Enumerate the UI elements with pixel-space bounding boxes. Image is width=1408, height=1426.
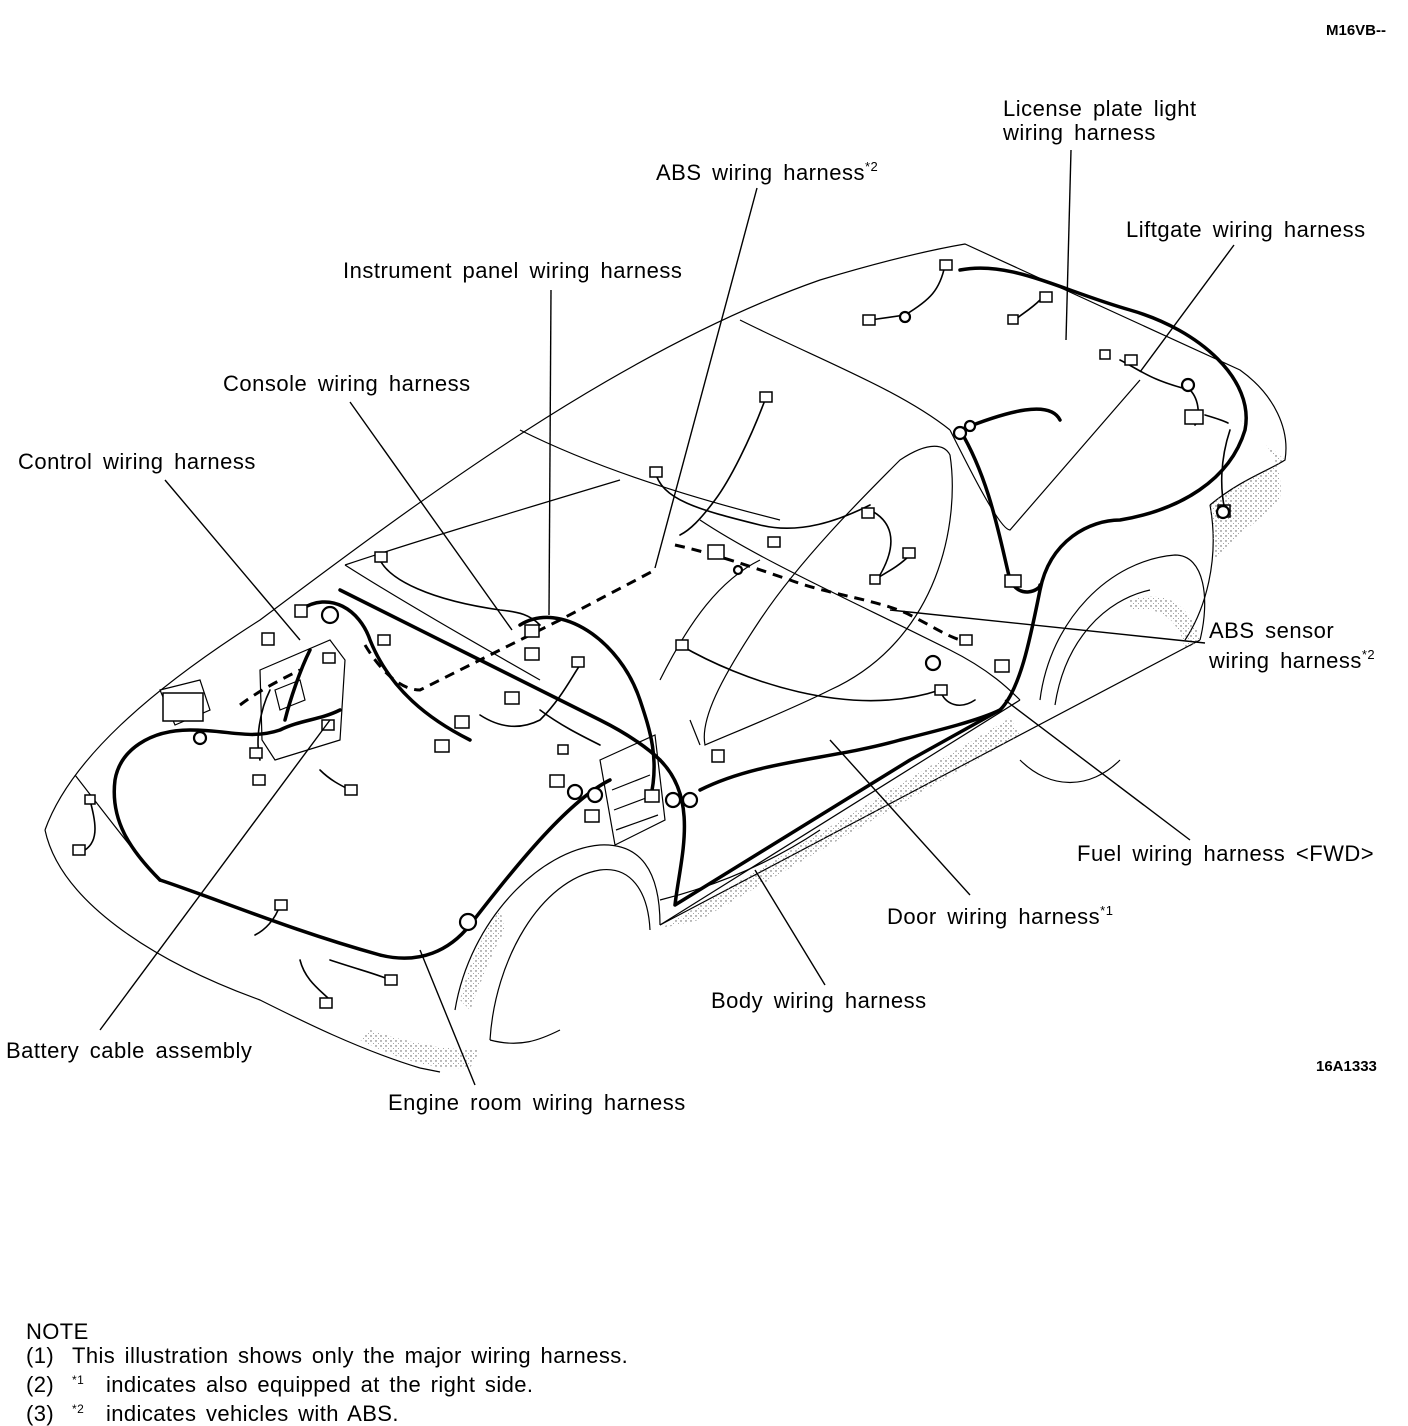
abs-harness-dashed bbox=[239, 543, 961, 707]
label-abs-sensor-line-1: ABS sensor bbox=[1209, 618, 1335, 643]
leader-battery bbox=[99, 719, 331, 1031]
label-liftgate: Liftgate wiring harness bbox=[1126, 217, 1366, 242]
label-abs-text: ABS wiring harness bbox=[656, 160, 865, 185]
note-item-2-num: (2) bbox=[26, 1372, 55, 1397]
grommets bbox=[192, 310, 1231, 932]
label-control: Control wiring harness bbox=[18, 449, 256, 474]
label-abs-sensor-mark: *2 bbox=[1361, 647, 1376, 662]
note-item-3-mark: *2 bbox=[72, 1402, 85, 1416]
label-door-text: Door wiring harness bbox=[887, 904, 1101, 929]
notes-block: NOTE (1) This illustration shows only the… bbox=[26, 1320, 628, 1426]
main-harness-lines bbox=[112, 266, 1248, 960]
leader-liftgate bbox=[1139, 244, 1235, 373]
branch-wires bbox=[84, 264, 1231, 1001]
leader-console bbox=[349, 401, 513, 631]
leader-license-plate bbox=[1065, 149, 1072, 341]
note-item-2-text: indicates also equipped at the right sid… bbox=[106, 1372, 534, 1397]
leader-abs-sensor bbox=[889, 609, 1206, 644]
figure-code: 16A1333 bbox=[1316, 1058, 1377, 1075]
connectors bbox=[72, 259, 1231, 1009]
note-title: NOTE bbox=[26, 1319, 89, 1344]
label-abs-mark: *2 bbox=[864, 159, 879, 174]
body-shading bbox=[360, 420, 1285, 1069]
label-abs-sensor: ABS sensor wiring harness*2 bbox=[1209, 619, 1375, 673]
header-code: M16VB-- bbox=[1326, 22, 1387, 39]
note-item-3-num: (3) bbox=[26, 1401, 55, 1426]
note-item-1-num: (1) bbox=[26, 1343, 55, 1368]
label-body: Body wiring harness bbox=[711, 988, 927, 1013]
note-item-1: (1) This illustration shows only the majo… bbox=[26, 1344, 628, 1368]
label-fuel: Fuel wiring harness <FWD> bbox=[1077, 841, 1375, 866]
note-item-3-text: indicates vehicles with ABS. bbox=[106, 1401, 399, 1426]
leader-fuel bbox=[1004, 699, 1191, 841]
leader-abs bbox=[654, 187, 758, 569]
car-body-outline bbox=[44, 243, 1287, 1073]
label-engine-room: Engine room wiring harness bbox=[388, 1090, 686, 1115]
label-door: Door wiring harness*1 bbox=[887, 899, 1113, 929]
leader-instrument-panel bbox=[548, 289, 552, 616]
note-item-2-mark: *1 bbox=[72, 1373, 85, 1387]
label-license-plate: License plate light wiring harness bbox=[1003, 97, 1197, 145]
leader-engine-room bbox=[419, 949, 476, 1086]
label-abs-sensor-line-2: wiring harness*2 bbox=[1209, 643, 1375, 673]
label-instrument-panel: Instrument panel wiring harness bbox=[343, 258, 683, 283]
leader-lines bbox=[99, 149, 1235, 1086]
label-abs: ABS wiring harness*2 bbox=[656, 155, 878, 185]
label-door-mark: *1 bbox=[1100, 903, 1114, 918]
leader-body bbox=[754, 869, 826, 986]
label-console: Console wiring harness bbox=[223, 371, 471, 396]
label-license-plate-line-2: wiring harness bbox=[1003, 120, 1156, 145]
leader-door bbox=[829, 739, 971, 896]
leader-control bbox=[164, 479, 301, 641]
label-abs-sensor-text: wiring harness bbox=[1209, 648, 1362, 673]
note-item-2: (2) *1 indicates also equipped at the righ… bbox=[26, 1368, 628, 1397]
label-battery: Battery cable assembly bbox=[6, 1038, 253, 1063]
label-license-plate-line-1: License plate light bbox=[1003, 96, 1197, 121]
battery-assembly bbox=[159, 639, 346, 761]
note-item-1-text: This illustration shows only the major w… bbox=[72, 1343, 629, 1368]
